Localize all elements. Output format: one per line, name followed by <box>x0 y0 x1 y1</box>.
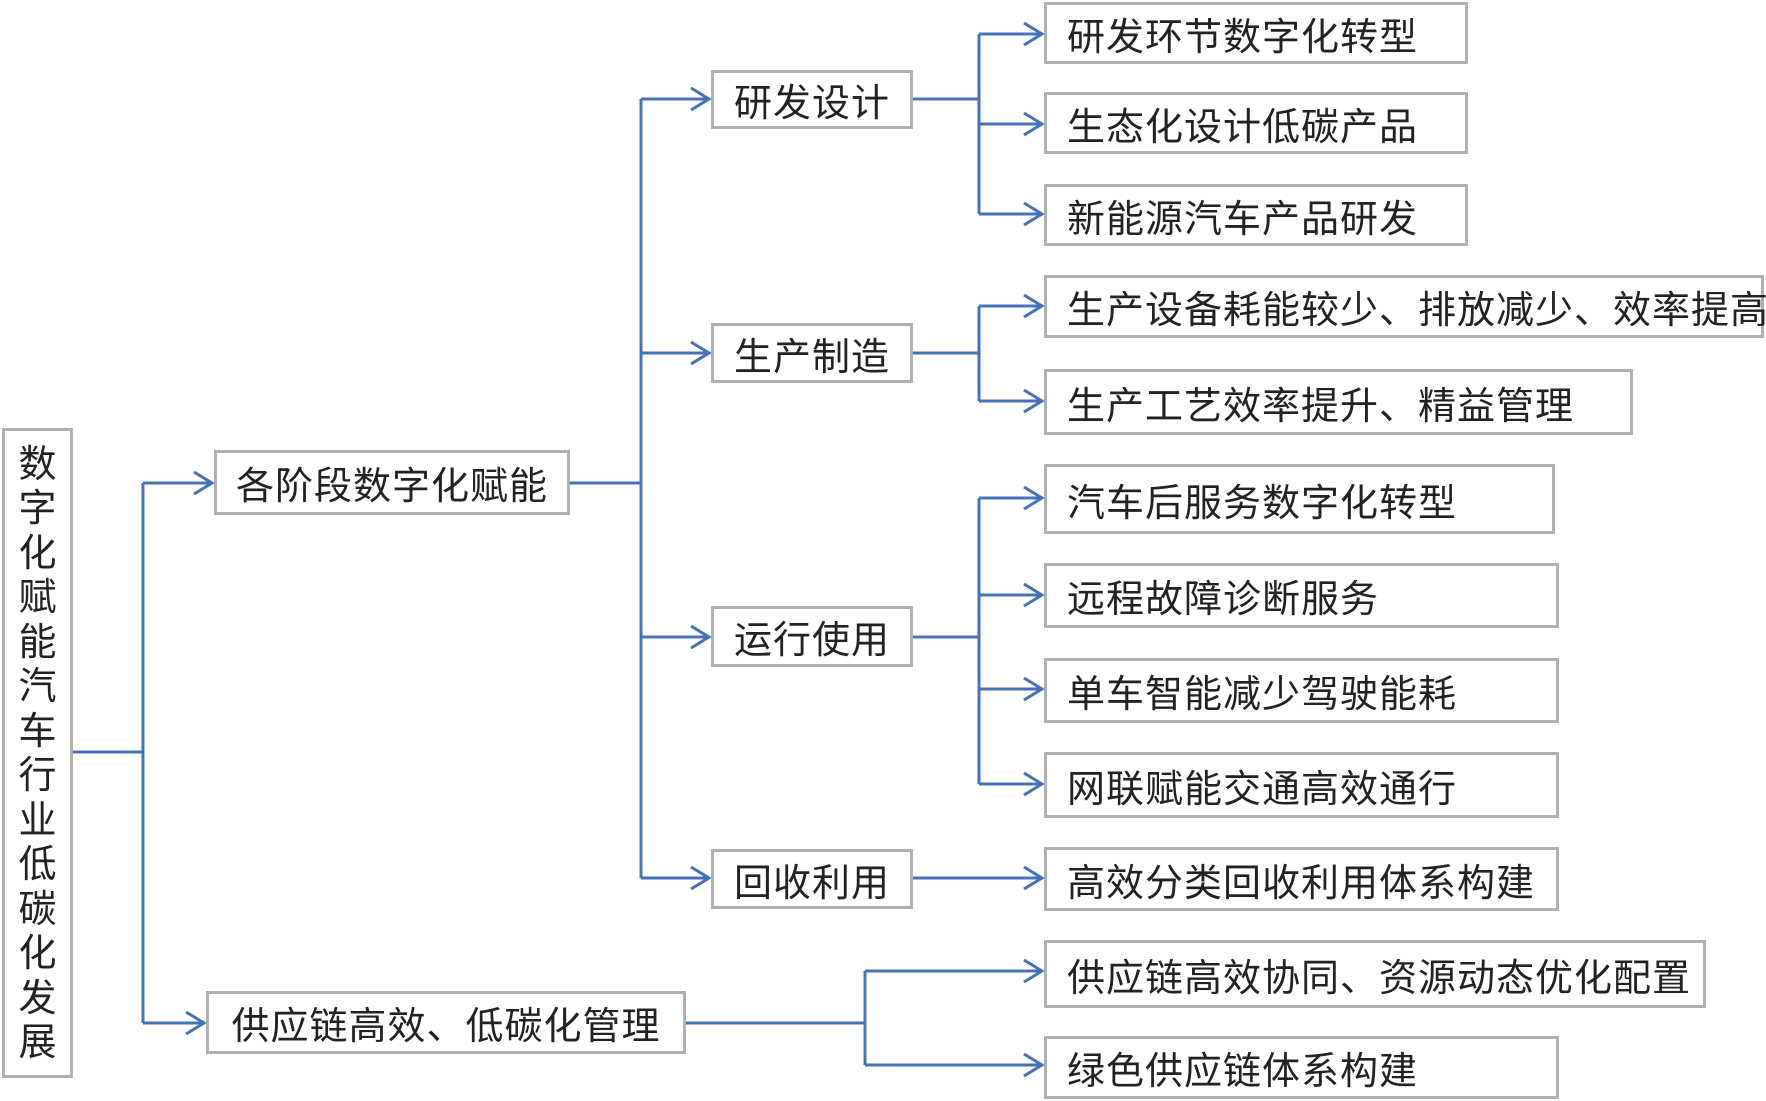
arrow-head-icon <box>1023 201 1045 227</box>
arrow-head-icon <box>1023 676 1045 702</box>
node-label: 供应链高效、低碳化管理 <box>231 1004 661 1048</box>
leaf-label: 新能源汽车产品研发 <box>1067 196 1419 241</box>
leaf-node: 供应链高效协同、资源动态优化配置 <box>1044 940 1706 1008</box>
arrow-head-icon <box>1023 293 1045 319</box>
node-label: 各阶段数字化赋能 <box>235 464 548 508</box>
leaf-node: 汽车后服务数字化转型 <box>1044 464 1555 534</box>
leaf-label: 生态化设计低碳产品 <box>1067 104 1419 149</box>
node-label: 生产制造 <box>733 334 890 379</box>
root-label: 数字化赋能汽车行业低碳化发展 <box>18 441 57 1065</box>
node-supply-chain: 供应链高效、低碳化管理 <box>206 991 686 1054</box>
arrow-head-icon <box>1023 388 1045 414</box>
leaf-node: 新能源汽车产品研发 <box>1044 184 1468 246</box>
node-label: 回收利用 <box>733 860 890 905</box>
arrow-head-icon <box>1023 21 1045 47</box>
arrow-head-icon <box>690 865 712 891</box>
leaf-node: 高效分类回收利用体系构建 <box>1044 847 1559 911</box>
arrow-head-icon <box>1023 1052 1045 1078</box>
leaf-node: 生态化设计低碳产品 <box>1044 92 1468 154</box>
leaf-label: 汽车后服务数字化转型 <box>1067 480 1458 525</box>
arrow-head-icon <box>1023 771 1045 797</box>
root-node: 数字化赋能汽车行业低碳化发展 <box>2 428 73 1078</box>
leaf-label: 绿色供应链体系构建 <box>1067 1049 1419 1093</box>
leaf-label: 研发环节数字化转型 <box>1067 14 1419 59</box>
node-label: 研发设计 <box>733 81 890 125</box>
leaf-node: 网联赋能交通高效通行 <box>1044 752 1559 818</box>
node-stage-enablement: 各阶段数字化赋能 <box>214 450 570 515</box>
leaf-node: 生产设备耗能较少、排放减少、效率提高 <box>1044 275 1766 338</box>
node-manufacturing: 生产制造 <box>711 323 913 383</box>
arrow-head-icon <box>1023 958 1045 984</box>
leaf-label: 远程故障诊断服务 <box>1067 577 1380 621</box>
arrow-head-icon <box>1023 582 1045 608</box>
leaf-node: 单车智能减少驾驶能耗 <box>1044 658 1559 723</box>
leaf-label: 生产工艺效率提升、精益管理 <box>1067 383 1575 428</box>
arrow-head-icon <box>690 86 712 112</box>
leaf-node: 远程故障诊断服务 <box>1044 563 1559 628</box>
arrow-head-icon <box>185 1010 207 1036</box>
leaf-node: 生产工艺效率提升、精益管理 <box>1044 369 1633 435</box>
leaf-node: 绿色供应链体系构建 <box>1044 1036 1559 1099</box>
arrow-head-icon <box>193 470 215 496</box>
leaf-label: 高效分类回收利用体系构建 <box>1067 860 1536 905</box>
node-operation: 运行使用 <box>711 606 913 667</box>
node-recycling: 回收利用 <box>711 849 913 909</box>
leaf-label: 供应链高效协同、资源动态优化配置 <box>1067 955 1692 1000</box>
node-rd-design: 研发设计 <box>711 70 913 129</box>
leaf-label: 单车智能减少驾驶能耗 <box>1067 672 1458 716</box>
arrow-head-icon <box>1023 865 1045 891</box>
leaf-label: 生产设备耗能较少、排放减少、效率提高 <box>1067 288 1766 332</box>
leaf-label: 网联赋能交通高效通行 <box>1067 766 1458 811</box>
arrow-head-icon <box>690 624 712 650</box>
node-label: 运行使用 <box>733 618 890 662</box>
arrow-head-icon <box>1023 111 1045 137</box>
leaf-node: 研发环节数字化转型 <box>1044 2 1468 64</box>
arrow-head-icon <box>690 340 712 366</box>
arrow-head-icon <box>1023 485 1045 511</box>
